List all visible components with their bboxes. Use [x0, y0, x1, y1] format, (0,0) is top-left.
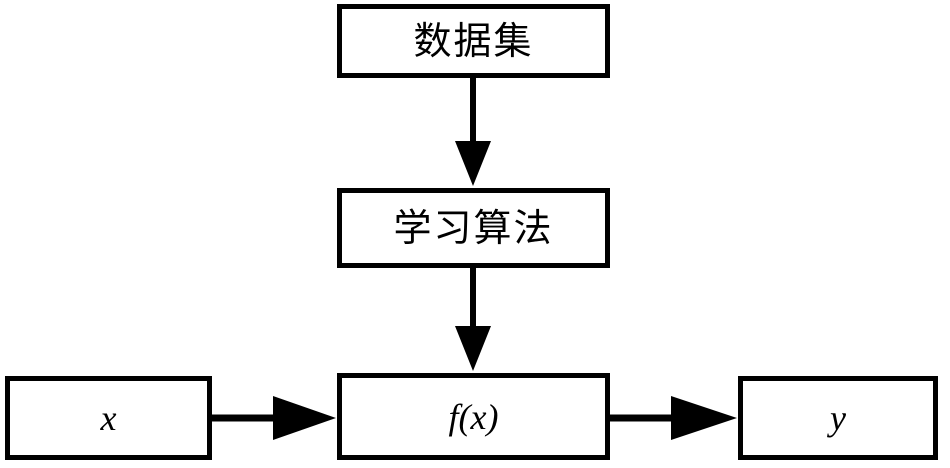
edge-model-to-output: [610, 396, 737, 440]
node-learning-algorithm[interactable]: 学习算法: [337, 188, 610, 268]
edge-dataset-to-algorithm: [455, 78, 491, 186]
node-model-function-label: f(x): [448, 396, 499, 437]
node-dataset-label: 数据集: [413, 19, 534, 63]
node-output-y[interactable]: y: [738, 376, 938, 460]
edge-input-to-model: [212, 396, 336, 440]
node-learning-algorithm-label: 学习算法: [393, 206, 554, 250]
node-input-x[interactable]: x: [5, 376, 212, 460]
node-input-x-label: x: [100, 398, 117, 438]
edge-algorithm-to-model: [455, 268, 491, 371]
node-output-y-label: y: [830, 398, 846, 438]
node-model-function[interactable]: f(x): [337, 373, 610, 460]
node-dataset[interactable]: 数据集: [337, 4, 610, 78]
